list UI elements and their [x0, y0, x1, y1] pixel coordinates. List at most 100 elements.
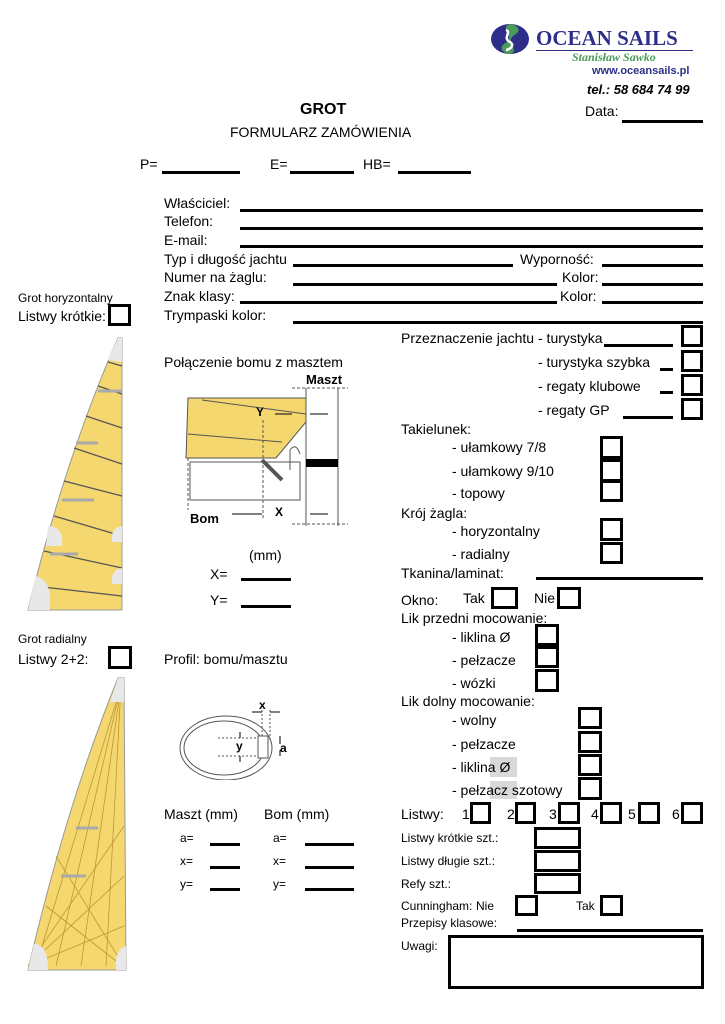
foot-boltrope-checkbox[interactable] — [578, 754, 602, 776]
p-field[interactable] — [162, 171, 240, 174]
highlight — [490, 781, 517, 799]
class-sign-field[interactable] — [240, 301, 557, 304]
boom-a-label: a= — [273, 831, 287, 845]
purpose-gp-racing: - regaty GP — [538, 402, 610, 418]
color-label-1: Kolor: — [562, 269, 599, 285]
profile-a-label: a — [280, 741, 287, 755]
profile-label: Profil: bomu/masztu — [164, 651, 288, 667]
purpose-fast-touring: - turystyka szybka — [538, 354, 651, 370]
batten-number-4: 4 — [591, 806, 599, 822]
foot-loose-checkbox[interactable] — [578, 707, 602, 729]
purpose-label: Przeznaczenie jachtu — [401, 330, 535, 346]
rigging-fractional-910: - ułamkowy 9/10 — [452, 463, 554, 479]
purpose-touring-checkbox[interactable] — [681, 325, 703, 347]
luff-boltrope-checkbox[interactable] — [535, 624, 559, 646]
phone-label: Telefon: — [164, 213, 214, 229]
batten-3-checkbox[interactable] — [558, 802, 580, 824]
cut-radial: - radialny — [452, 546, 510, 562]
highlight — [490, 757, 517, 777]
luff-boltrope: - liklina Ø — [452, 629, 511, 645]
y-eq-label: Y= — [210, 592, 228, 608]
rigging-masthead: - topowy — [452, 485, 505, 501]
batten-2-checkbox[interactable] — [515, 802, 536, 824]
reefs-count-field[interactable] — [534, 873, 581, 894]
boom-x-field[interactable] — [305, 866, 354, 869]
owner-field[interactable] — [240, 209, 703, 212]
short-battens-count-field[interactable] — [534, 827, 581, 849]
diagram-boom-label: Bom — [190, 511, 219, 526]
email-field[interactable] — [240, 245, 703, 248]
foot-slides-checkbox[interactable] — [578, 731, 602, 753]
cloth-field[interactable] — [536, 577, 703, 580]
y-field[interactable] — [241, 605, 291, 608]
radial-main-title: Grot radialny — [18, 632, 87, 646]
boom-y-field[interactable] — [305, 888, 354, 891]
x-eq-label: X= — [210, 566, 228, 582]
short-battens-count-label: Listwy krótkie szt.: — [401, 831, 499, 845]
rigging-fractional-910-checkbox[interactable] — [600, 459, 623, 482]
x-field[interactable] — [241, 578, 291, 581]
batten-number-2: 2 — [507, 806, 515, 822]
battens-22-checkbox[interactable] — [108, 646, 132, 669]
batten-4-checkbox[interactable] — [600, 802, 622, 824]
purpose-fast-touring-checkbox[interactable] — [681, 350, 703, 372]
purpose-club-racing-line — [660, 391, 673, 394]
foot-sheet-slide: - pełzacz szotowy — [452, 782, 563, 798]
mast-x-field[interactable] — [210, 866, 240, 869]
color-field-1[interactable] — [602, 283, 703, 286]
hb-field[interactable] — [398, 171, 471, 174]
luff-cars-checkbox[interactable] — [535, 669, 559, 692]
window-yes-checkbox[interactable] — [491, 587, 518, 609]
long-battens-count-field[interactable] — [534, 850, 581, 872]
rigging-label: Takielunek: — [401, 421, 472, 437]
diagram-x-label: X — [275, 505, 284, 519]
displacement-field[interactable] — [602, 264, 703, 267]
sail-number-field[interactable] — [293, 283, 557, 286]
purpose-fast-touring-line — [660, 368, 673, 371]
window-label: Okno: — [401, 592, 439, 608]
phone-field[interactable] — [240, 227, 703, 230]
logo-text: OCEAN SAILS — [536, 26, 678, 50]
foot-sheet-slide-checkbox[interactable] — [578, 777, 602, 800]
mast-y-field[interactable] — [210, 888, 240, 891]
rigging-fractional-78: - ułamkowy 7/8 — [452, 439, 547, 455]
website-link[interactable]: www.oceansails.pl — [592, 65, 690, 77]
class-rules-field[interactable] — [517, 929, 703, 932]
logo-divider — [536, 50, 693, 51]
cunningham-no-checkbox[interactable] — [515, 895, 538, 916]
cunningham-label: Cunningham: — [401, 899, 473, 913]
e-field[interactable] — [290, 171, 354, 174]
date-field[interactable] — [622, 120, 703, 123]
window-no-checkbox[interactable] — [557, 587, 581, 609]
notes-field[interactable] — [448, 935, 704, 989]
window-no-label: Nie — [534, 590, 556, 606]
boom-mm-label: Bom (mm) — [264, 806, 330, 822]
short-battens-checkbox[interactable] — [108, 304, 131, 326]
mast-a-field[interactable] — [210, 843, 240, 846]
trim-label: Trympaski kolor: — [164, 307, 267, 323]
purpose-club-racing-checkbox[interactable] — [681, 374, 703, 396]
cut-horizontal-checkbox[interactable] — [600, 518, 623, 541]
color-field-2[interactable] — [602, 301, 703, 304]
trim-field[interactable] — [293, 321, 703, 324]
boom-a-field[interactable] — [305, 843, 354, 846]
rigging-masthead-checkbox[interactable] — [600, 480, 623, 502]
yacht-type-field[interactable] — [293, 264, 513, 267]
batten-6-checkbox[interactable] — [681, 802, 703, 824]
notes-label: Uwagi: — [401, 939, 438, 953]
class-rules-label: Przepisy klasowe: — [401, 916, 498, 930]
mast-mm-label: Maszt (mm) — [164, 806, 238, 822]
batten-5-checkbox[interactable] — [638, 802, 660, 824]
cunningham-yes-checkbox[interactable] — [600, 895, 623, 916]
boom-y-label: y= — [273, 877, 287, 891]
luff-slides-checkbox[interactable] — [535, 646, 559, 668]
cut-radial-checkbox[interactable] — [600, 542, 623, 564]
foot-label: Lik dolny mocowanie: — [401, 693, 535, 709]
profile-x-label: x — [259, 698, 266, 712]
purpose-touring: - turystyka — [538, 330, 603, 346]
batten-1-checkbox[interactable] — [470, 802, 491, 824]
rigging-fractional-78-checkbox[interactable] — [600, 436, 623, 459]
purpose-gp-racing-checkbox[interactable] — [681, 398, 703, 420]
battens-22-label: Listwy 2+2: — [18, 651, 89, 667]
batten-number-1: 1 — [462, 806, 470, 822]
